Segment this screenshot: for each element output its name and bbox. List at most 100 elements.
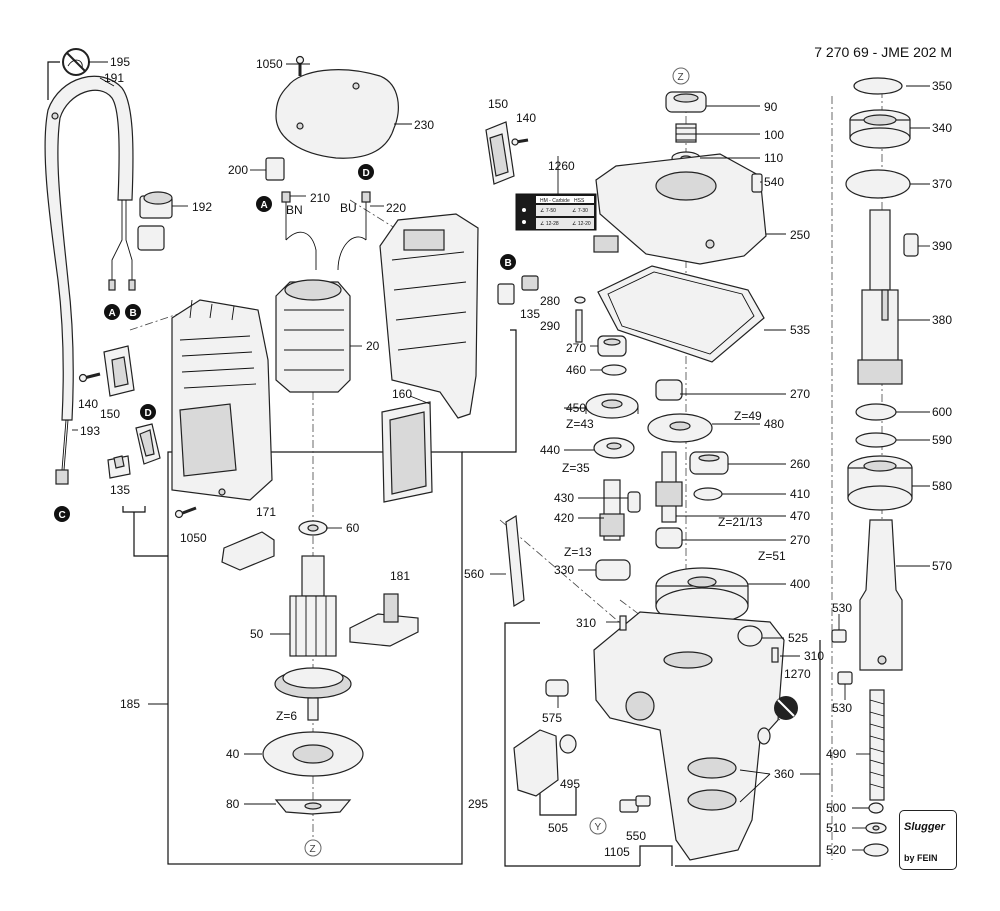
washer-510 (865, 822, 887, 834)
label-1050-left: 1050 (180, 531, 207, 545)
marker-z-top: Z (672, 67, 690, 85)
label-530a: 530 (832, 601, 852, 615)
spindle-380 (857, 209, 903, 385)
frame-185 (167, 451, 463, 865)
label-460: 460 (566, 363, 586, 377)
label-150-right: 150 (488, 97, 508, 111)
label-60: 60 (346, 521, 360, 535)
oring-525 (737, 625, 763, 647)
label-210: 210 (310, 191, 330, 205)
circlip-370 (845, 169, 911, 199)
label-193: 193 (80, 424, 100, 438)
svg-text:Z: Z (310, 844, 316, 855)
bearing-60 (298, 520, 328, 536)
label-195: 195 (110, 55, 130, 69)
label-z43: Z=43 (566, 417, 594, 431)
label-330: 330 (554, 563, 574, 577)
spring-490 (869, 689, 885, 801)
badge-d-center: D (358, 164, 374, 180)
fan-plate-40 (262, 731, 364, 777)
label-500: 500 (826, 801, 846, 815)
cover-150-left (103, 345, 135, 397)
label-600: 600 (932, 405, 952, 419)
label-430: 430 (554, 491, 574, 505)
label-1260-r1c2: ∠ 7-30 (572, 208, 588, 214)
cover-250 (595, 153, 767, 265)
tool-holder-570 (859, 519, 903, 671)
label-230: 230 (414, 118, 434, 132)
label-410: 410 (790, 487, 810, 501)
label-z6: Z=6 (276, 709, 297, 723)
stator-20 (275, 279, 351, 393)
slugger-logo: Slugger by FEIN (899, 810, 957, 870)
label-450: 450 (566, 401, 586, 415)
svg-text:Y: Y (595, 822, 602, 833)
label-495: 495 (560, 777, 580, 791)
label-160: 160 (392, 387, 412, 401)
label-1105: 1105 (604, 845, 630, 859)
leader-lines (72, 61, 930, 851)
badge-a-center: A (256, 196, 272, 212)
label-390: 390 (932, 239, 952, 253)
switch-135-left (107, 423, 161, 479)
frame-135-right (462, 329, 517, 453)
shaft-470 (655, 451, 683, 523)
label-135-right: 135 (520, 307, 540, 321)
svg-text:B: B (505, 258, 512, 269)
label-z51: Z=51 (758, 549, 786, 563)
label-510: 510 (826, 821, 846, 835)
logo-subtext: by FEIN (904, 853, 938, 863)
marker-y: Y (589, 817, 607, 835)
screw-140-right (511, 138, 529, 146)
label-100: 100 (764, 128, 784, 142)
label-z21-13: Z=21/13 (718, 515, 763, 529)
part-171 (221, 531, 275, 571)
label-575: 575 (542, 711, 562, 725)
badge-d-left: D (140, 404, 156, 420)
badge-b-left: B (125, 304, 141, 320)
label-280: 280 (540, 294, 560, 308)
label-1260-col1: HM - Carbide (540, 198, 570, 204)
pin-430 (627, 491, 641, 513)
part-1260-block (593, 235, 619, 253)
screw-1050-top (295, 55, 305, 76)
bearing-260 (689, 451, 729, 475)
oring-495 (559, 734, 577, 754)
svg-text:A: A (261, 200, 268, 211)
screw-1050-left (174, 506, 197, 519)
label-250: 250 (790, 228, 810, 242)
label-580: 580 (932, 479, 952, 493)
pin-310a (619, 615, 627, 631)
label-1260: 1260 (548, 159, 575, 173)
label-192: 192 (192, 200, 212, 214)
label-140-right: 140 (516, 111, 536, 125)
frame-505 (539, 788, 577, 816)
key-390 (903, 233, 919, 257)
label-310b: 310 (804, 649, 824, 663)
screw-290 (575, 309, 583, 343)
label-171: 171 (256, 505, 276, 519)
label-bn: BN (286, 203, 303, 217)
set-screw-530b (837, 671, 853, 685)
cap-230 (275, 69, 399, 159)
label-40: 40 (226, 747, 240, 761)
part-labels: 195 191 192 193 140 150 135 1050 1050 23… (78, 55, 952, 859)
screw-575 (545, 679, 569, 697)
label-270c: 270 (790, 533, 810, 547)
label-200: 200 (228, 163, 248, 177)
handle-191[interactable] (44, 75, 134, 421)
label-525: 525 (788, 631, 808, 645)
svg-text:C: C (59, 510, 66, 521)
marker-z-bottom: Z (304, 839, 322, 857)
label-370: 370 (932, 177, 952, 191)
label-185: 185 (120, 697, 140, 711)
label-z35: Z=35 (562, 461, 590, 475)
washer-280 (574, 296, 586, 304)
svg-text:A: A (109, 308, 116, 319)
ring-590 (855, 432, 897, 448)
bearing-270b (655, 379, 683, 401)
ring-460 (601, 364, 627, 376)
label-plate-1260: HM - Carbide HSS ∠ 7-50 ∠ 7-30 ∠ 12-28 ∠… (515, 193, 597, 231)
cap-505 (513, 729, 559, 797)
